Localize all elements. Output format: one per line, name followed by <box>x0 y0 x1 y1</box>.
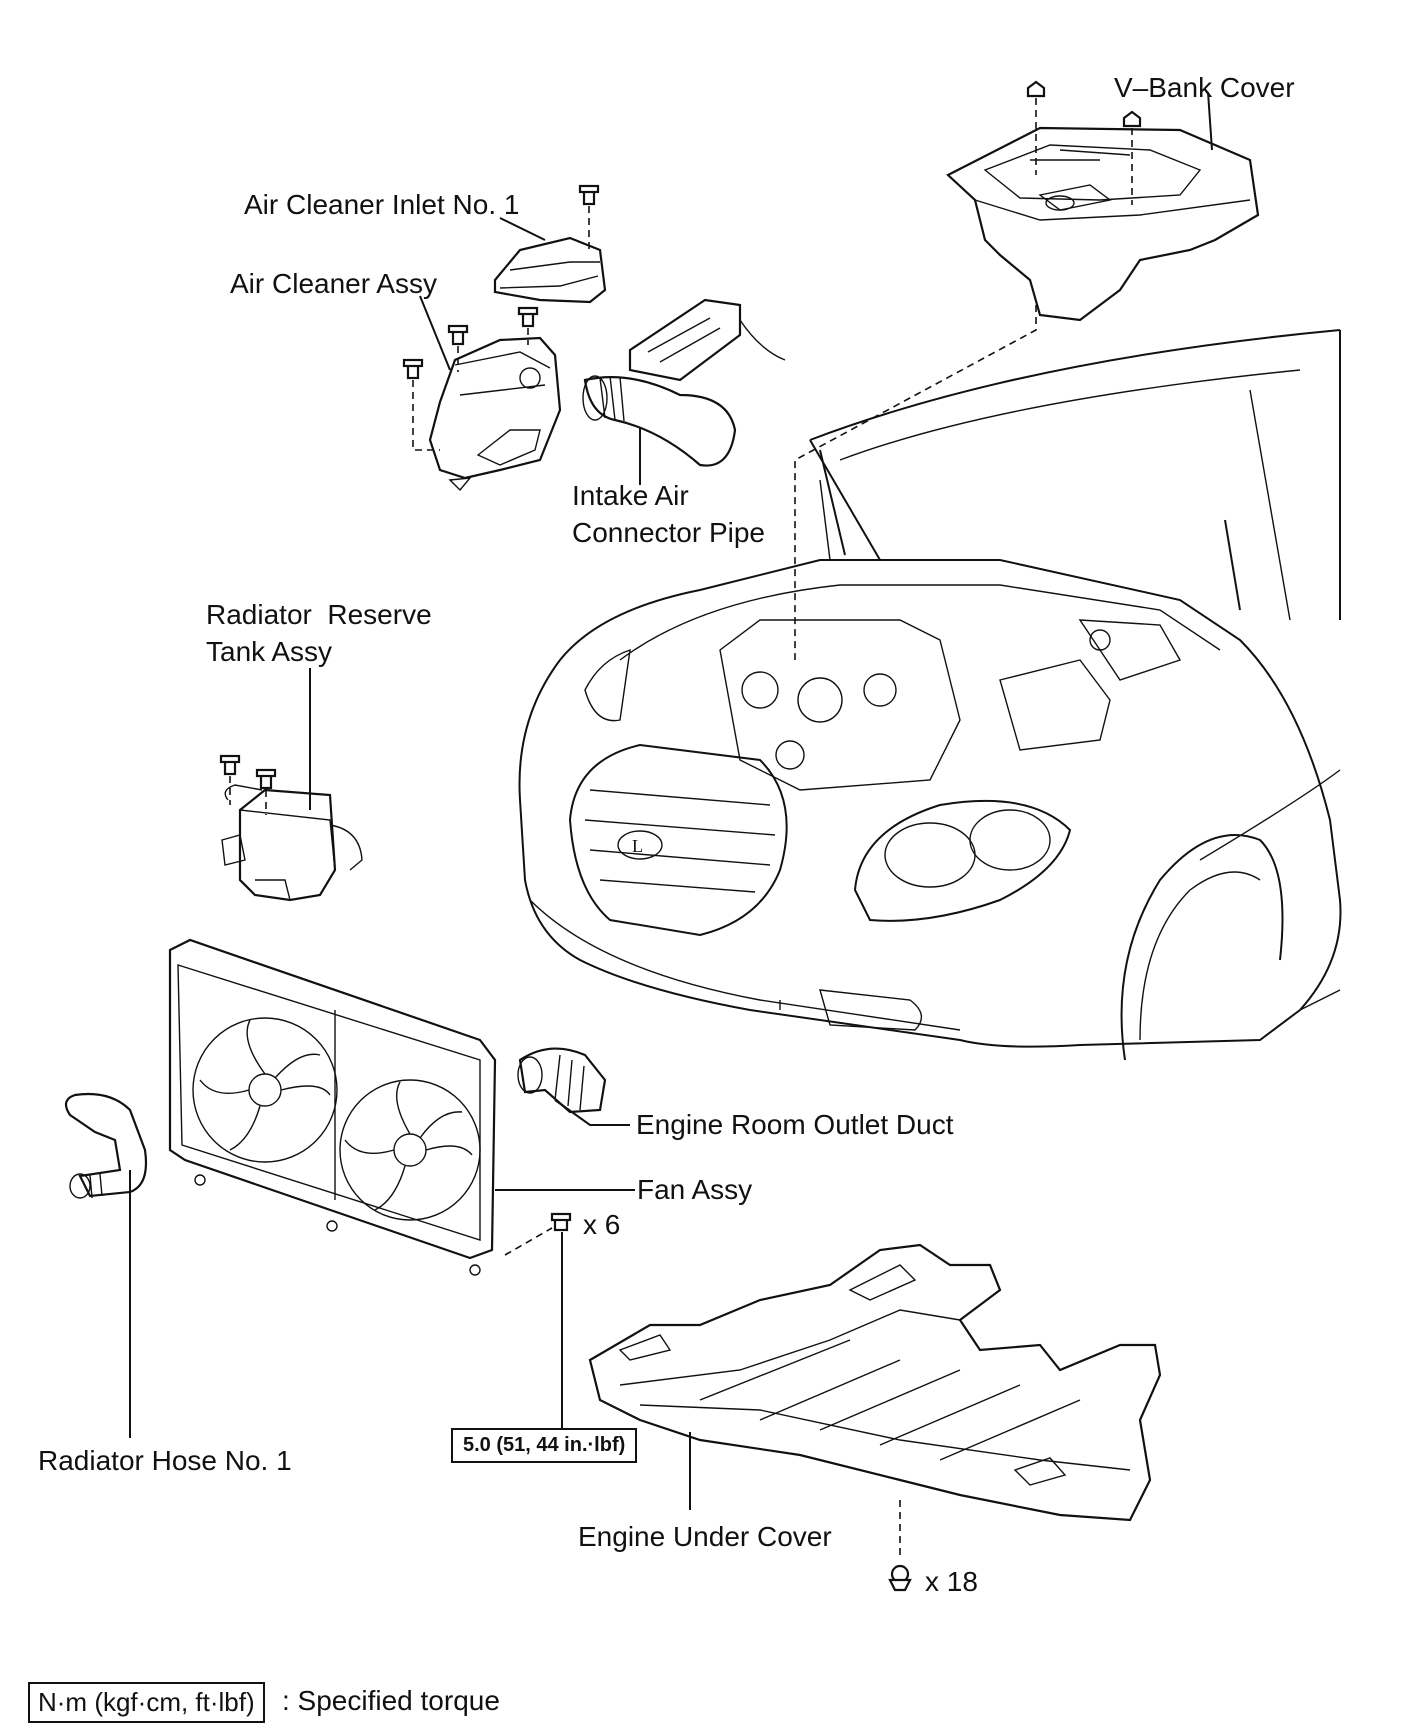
air-cleaner-assy-part <box>428 336 562 492</box>
inlet-bolt-icon <box>578 184 600 206</box>
air-cleaner-inlet-label: Air Cleaner Inlet No. 1 <box>244 189 520 220</box>
air-cleaner-leader-line <box>419 295 451 371</box>
vehicle-body-illustration: L <box>518 329 1342 1061</box>
duct-leader-line <box>554 1099 630 1126</box>
fan-bolt-icon <box>550 1212 572 1232</box>
radiator-reserve-tank-part <box>221 784 363 902</box>
air-cleaner-bolt-1-icon <box>402 358 424 380</box>
inlet-leader-line <box>499 217 546 241</box>
air-cleaner-bolt-2-icon <box>447 324 469 346</box>
radiator-hose-part <box>64 1092 148 1199</box>
engine-room-outlet-duct-part <box>517 1047 607 1114</box>
v-bank-mount-guide <box>794 305 1037 660</box>
intake-air-connector-label-line2: Connector Pipe <box>572 517 766 548</box>
intake-bracket-part <box>628 298 786 382</box>
reserve-tank-bolt-2-icon <box>255 768 277 790</box>
reserve-tank-bolt-1-icon <box>219 754 241 776</box>
reserve-tank-label-line2: Tank Assy <box>206 636 333 667</box>
v-bank-cover-label: V–Bank Cover <box>1114 72 1295 103</box>
v-bank-cover-part <box>946 126 1260 322</box>
torque-spec-box: 5.0 (51, 44 in.·lbf) <box>451 1428 638 1463</box>
engine-room-outlet-duct-label: Engine Room Outlet Duct <box>636 1109 954 1140</box>
v-bank-leader-line <box>1207 91 1213 151</box>
svg-text:L: L <box>632 836 643 856</box>
engine-under-cover-part <box>588 1243 1162 1522</box>
intake-air-connector-label-line1: Intake Air <box>572 480 689 511</box>
torque-unit-legend-box: N·m (kgf·cm, ft·lbf) <box>28 1682 265 1723</box>
air-cleaner-inlet-part <box>493 236 607 304</box>
v-bank-nut-right-icon <box>1122 110 1142 128</box>
radiator-hose-label: Radiator Hose No. 1 <box>38 1445 292 1476</box>
fan-bolt-count-label: x 6 <box>583 1209 621 1240</box>
v-bank-nut-left-icon <box>1026 80 1046 98</box>
under-cover-clip-icon <box>888 1564 912 1592</box>
air-cleaner-bolt-3-icon <box>517 306 539 328</box>
engine-under-cover-label: Engine Under Cover <box>578 1521 832 1552</box>
torque-unit-legend-description: : Specified torque <box>282 1685 500 1716</box>
air-cleaner-assy-label: Air Cleaner Assy <box>230 268 437 299</box>
reserve-tank-label-line1: Radiator Reserve <box>206 599 432 630</box>
fan-assy-part <box>168 938 497 1276</box>
under-cover-clip-count-label: x 18 <box>925 1566 978 1597</box>
fan-assy-label: Fan Assy <box>637 1174 753 1205</box>
intake-air-connector-pipe-part <box>582 375 737 467</box>
